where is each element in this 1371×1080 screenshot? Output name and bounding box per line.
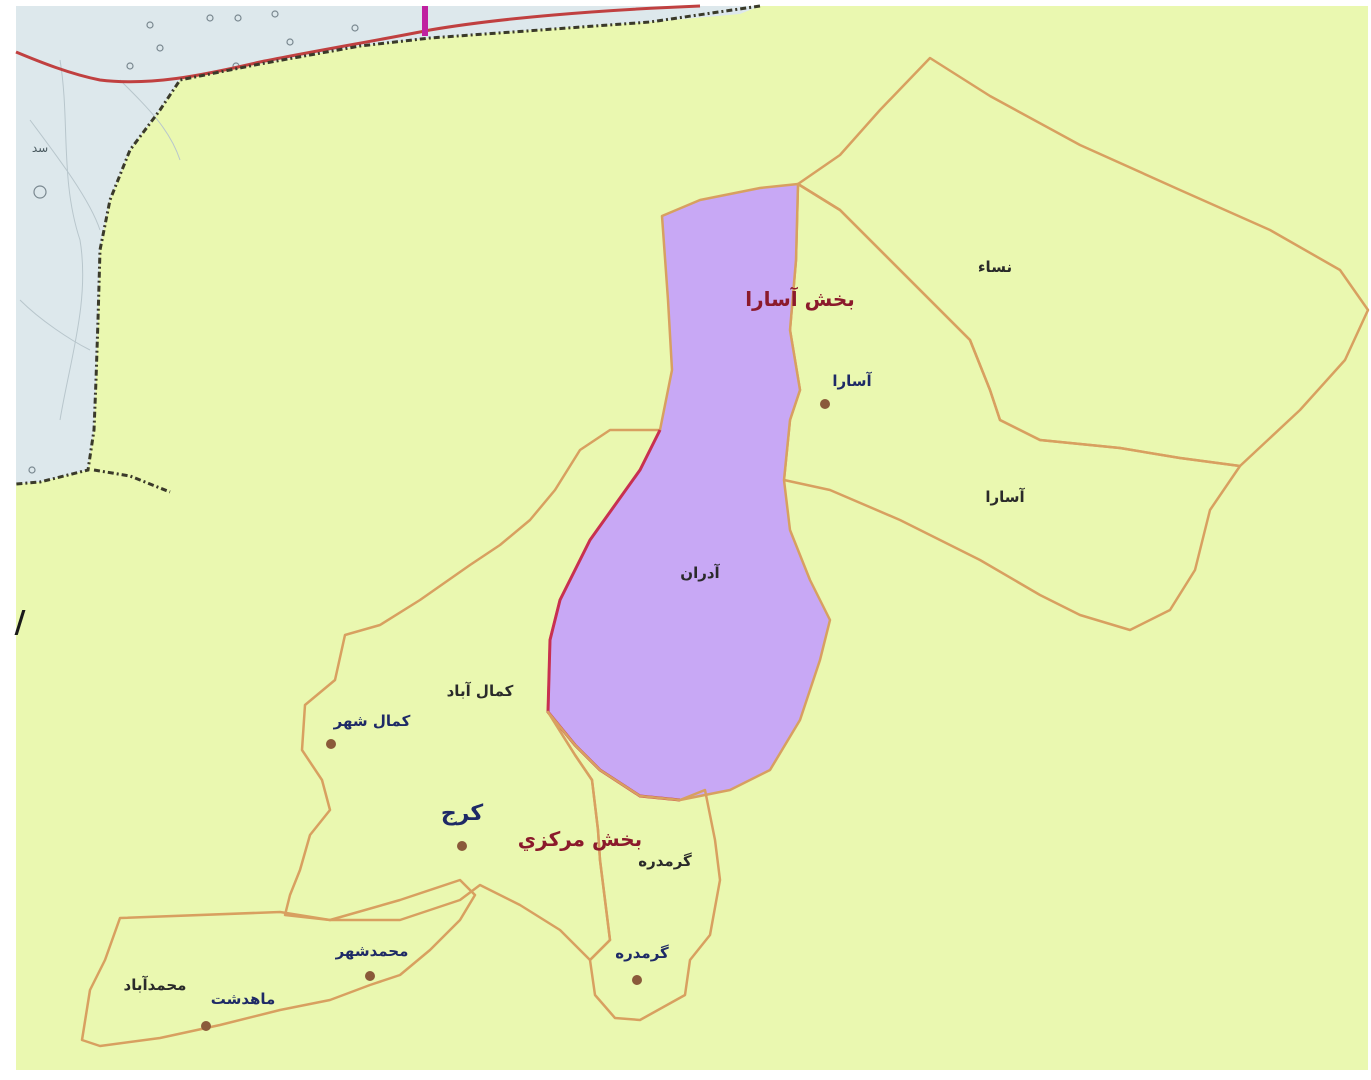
label-region-garmdareh: گرمدره (638, 852, 692, 870)
label-region-asara: آسارا (985, 488, 1025, 506)
neighbor-province (16, 6, 760, 484)
label-region-kamal-abad: کمال آباد (447, 682, 514, 700)
label-city-mahdasht: ماهدشت (211, 990, 276, 1008)
neighbor-fragment-text: سد (32, 141, 48, 155)
neighbor-terrain (19, 59, 181, 421)
label-city-mohammadshahr: محمدشهر (335, 942, 409, 960)
label-region-adran: آدران (680, 564, 720, 582)
boundary-marker (422, 6, 428, 36)
province-boundary (15, 4, 761, 494)
region-mohammadabad (80, 878, 477, 1048)
label-region-mohammadabad: محمدآباد (124, 976, 187, 994)
edge-mark: / (15, 605, 26, 640)
city-dot-kamal-shahr (326, 739, 336, 749)
label-district-asara: بخش آسارا (745, 286, 855, 311)
city-dot-asara (820, 399, 830, 409)
city-dot-mahdasht (201, 1021, 211, 1031)
city-dot-karaj (457, 841, 467, 851)
region-garmdareh (546, 710, 722, 1022)
city-dot-mohammadshahr (365, 971, 375, 981)
label-city-kamal-shahr: کمال شهر (333, 712, 411, 730)
main-road (15, 4, 701, 84)
label-region-nesa: نساء (978, 258, 1012, 276)
label-district-markazi: بخش مرکزي (518, 827, 642, 852)
label-city-asara: آسارا (832, 372, 872, 390)
label-city-karaj: کرج (441, 801, 484, 826)
label-city-garmdareh: گرمدره (615, 944, 669, 962)
city-dot-garmdareh (632, 975, 642, 985)
